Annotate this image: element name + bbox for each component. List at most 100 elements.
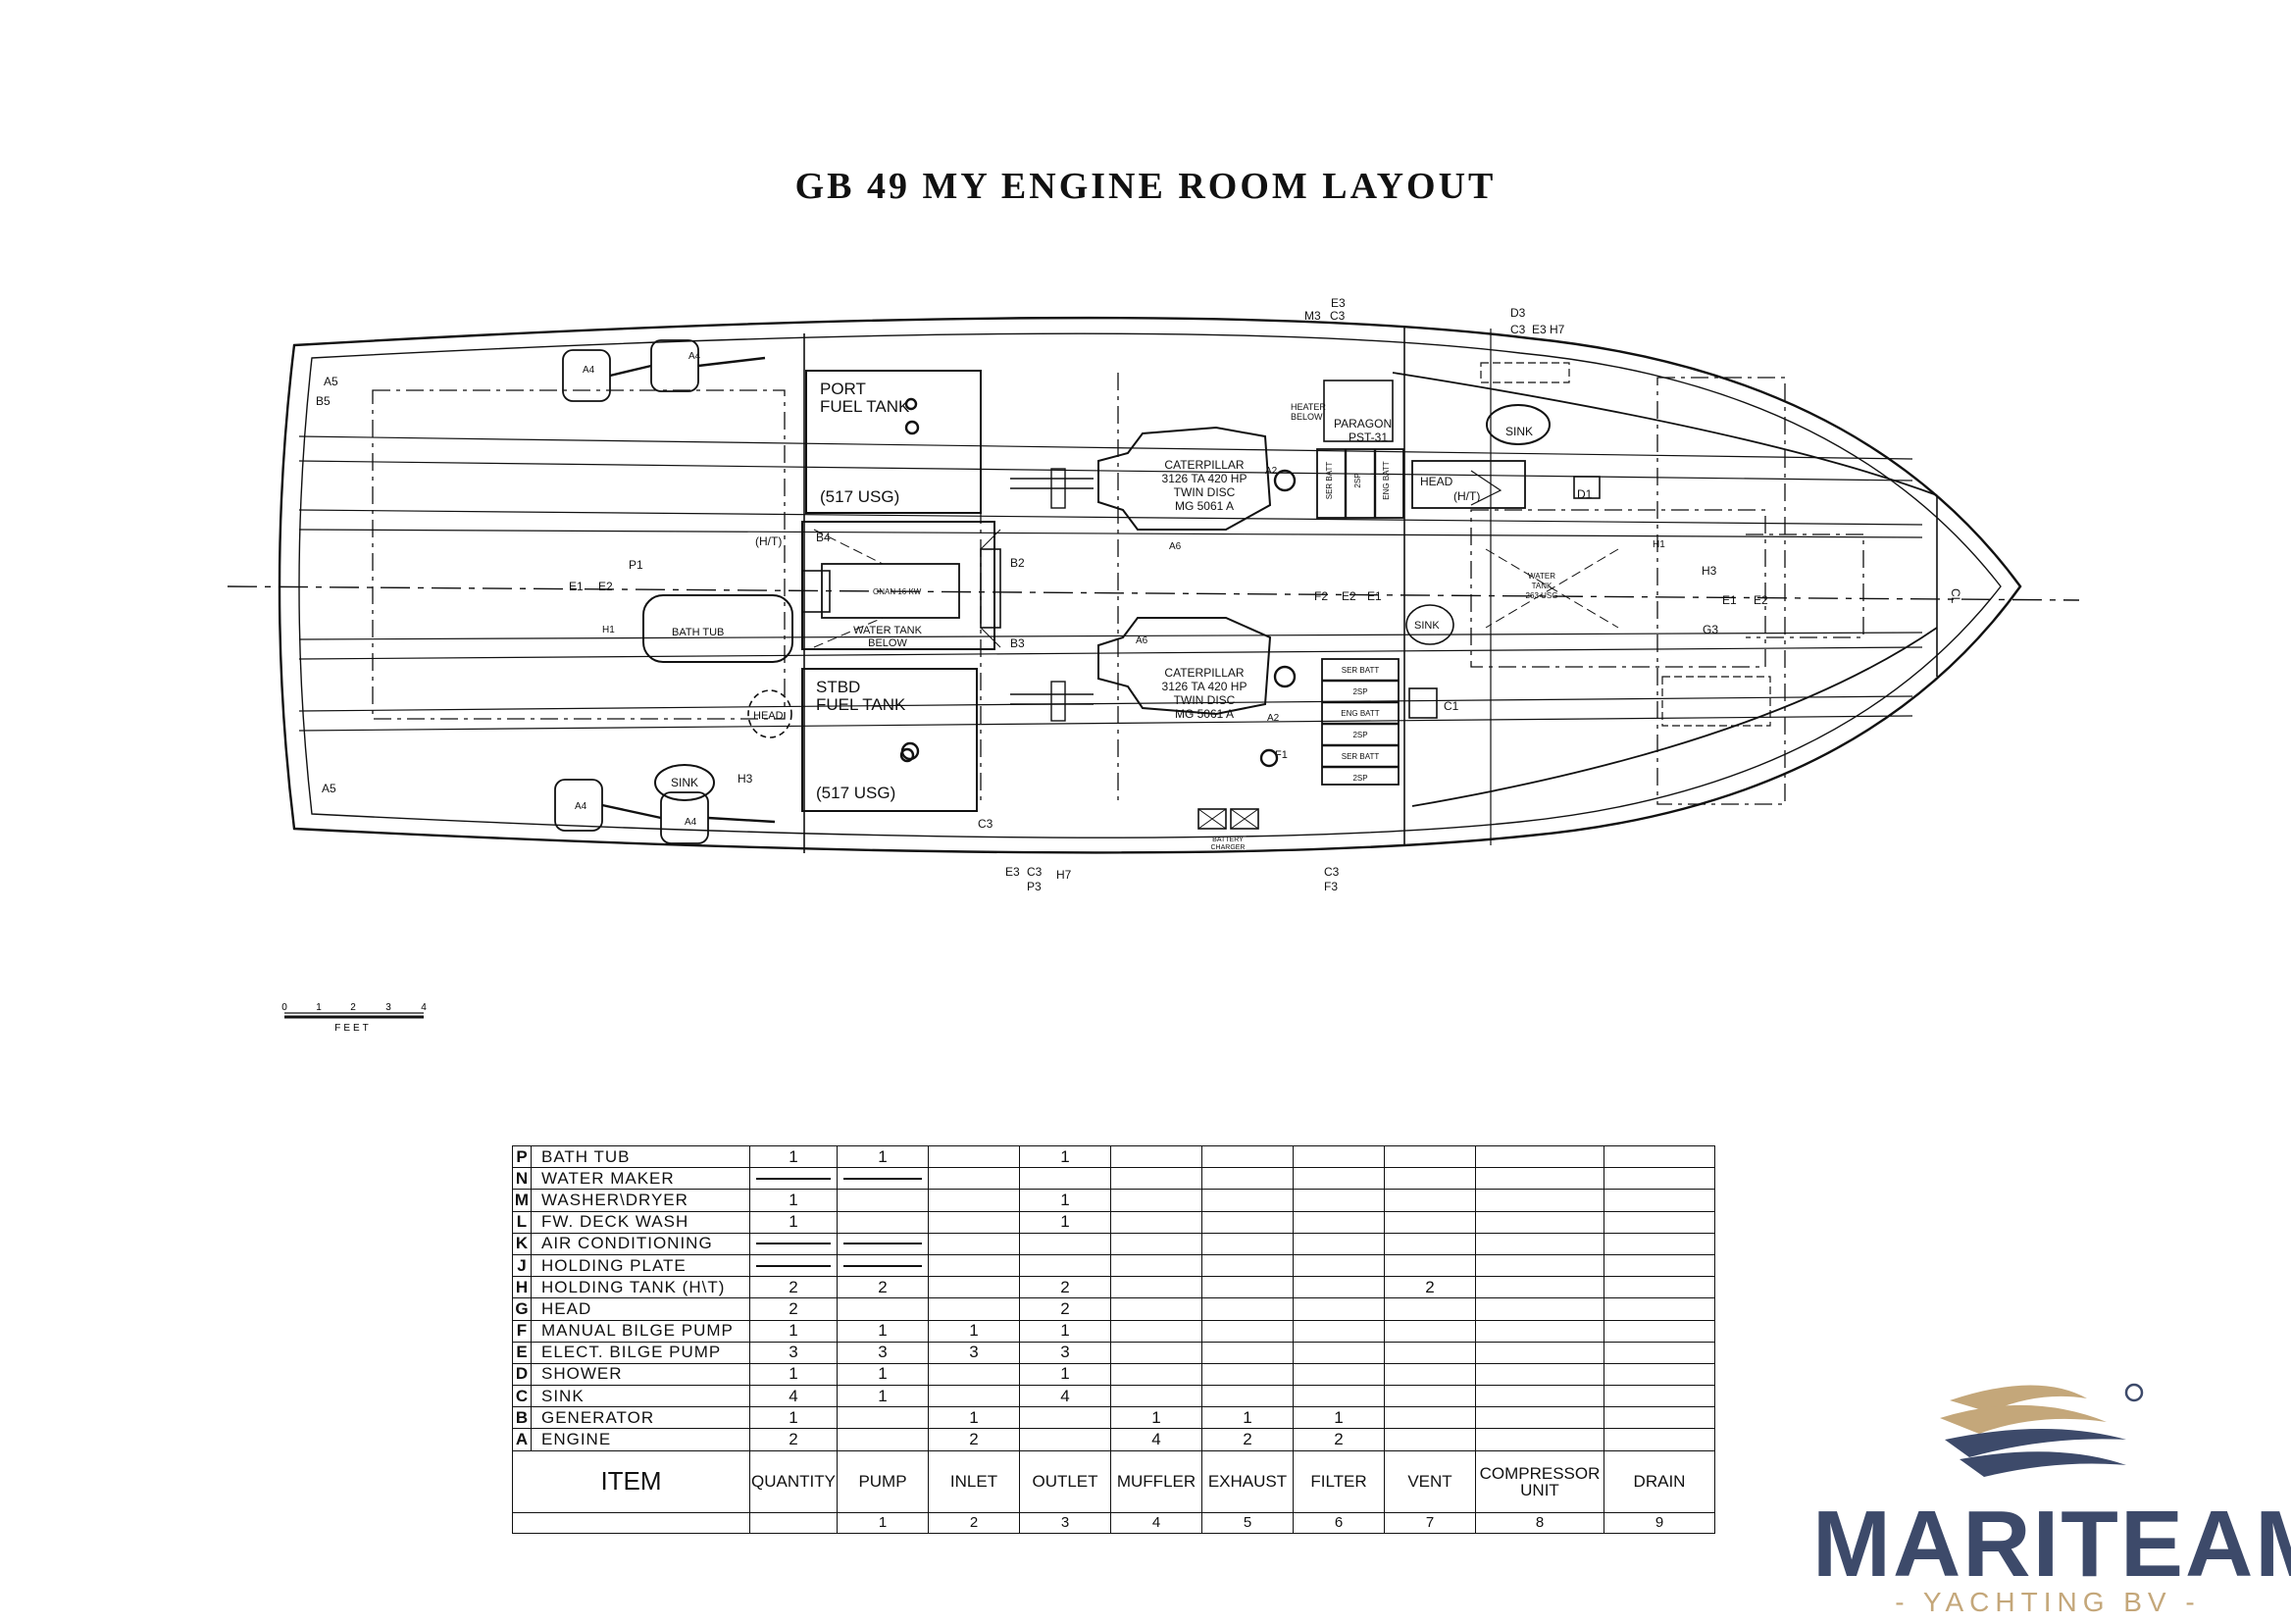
generator-label: ONAN 16 KW bbox=[873, 587, 922, 596]
table-cell bbox=[837, 1210, 929, 1234]
table-cell: 3 bbox=[749, 1341, 838, 1364]
table-cell bbox=[928, 1297, 1020, 1321]
table-cell bbox=[1293, 1362, 1385, 1387]
water-tank-fwd-label-3: 263 USG bbox=[1526, 591, 1558, 600]
table-cell: 1 bbox=[1019, 1189, 1111, 1212]
engine-room-plan: 0 1 2 3 4 FEET PORT FUEL TANK (517 USG) … bbox=[227, 296, 2080, 1034]
table-cell bbox=[1110, 1189, 1202, 1212]
table-cell: 1 bbox=[749, 1210, 838, 1234]
row-item: FW. DECK WASH bbox=[531, 1210, 750, 1234]
dash-bar bbox=[843, 1243, 922, 1245]
table-cell bbox=[1110, 1167, 1202, 1191]
marker-a2-port: A2 bbox=[1265, 466, 1278, 477]
table-cell bbox=[837, 1253, 929, 1278]
marker-h1-aft: H1 bbox=[602, 625, 615, 635]
marker-f1: F1 bbox=[1275, 749, 1288, 761]
table-cell: 2 bbox=[749, 1428, 838, 1451]
marker-a6-port: A6 bbox=[1169, 541, 1182, 552]
table-cell bbox=[1475, 1362, 1604, 1387]
table-cell bbox=[1293, 1297, 1385, 1321]
table-cell bbox=[1110, 1297, 1202, 1321]
row-item: ENGINE bbox=[531, 1428, 750, 1451]
table-cell bbox=[1201, 1341, 1294, 1364]
port-engine-label-4: MG 5061 A bbox=[1175, 499, 1234, 513]
table-cell bbox=[1604, 1232, 1715, 1255]
marker-a4-3: A4 bbox=[575, 801, 587, 812]
marker-d3-top: D3 bbox=[1510, 306, 1526, 320]
marker-h1-fwd: H1 bbox=[1653, 539, 1665, 550]
table-cell bbox=[928, 1189, 1020, 1212]
table-cell bbox=[1604, 1210, 1715, 1234]
column-header: OUTLET bbox=[1019, 1449, 1111, 1513]
paragon-label-2: PST-31 bbox=[1349, 431, 1388, 444]
table-cell: 1 bbox=[837, 1385, 929, 1408]
table-cell bbox=[1475, 1189, 1604, 1212]
scale-tick-4: 4 bbox=[421, 1002, 427, 1013]
table-cell bbox=[1475, 1232, 1604, 1255]
table-cell bbox=[1293, 1276, 1385, 1299]
battery-charger-label-2: CHARGER bbox=[1210, 844, 1245, 851]
table-cell bbox=[1604, 1253, 1715, 1278]
water-tank-label-2: BELOW bbox=[868, 637, 907, 649]
table-cell bbox=[1019, 1232, 1111, 1255]
table-cell: 1 bbox=[837, 1319, 929, 1343]
table-cell bbox=[1293, 1189, 1385, 1212]
table-cell: 1 bbox=[1019, 1210, 1111, 1234]
stbd-fuel-tank-label-1: STBD bbox=[816, 678, 860, 696]
scale-tick-2: 2 bbox=[350, 1002, 356, 1013]
marker-e3-bot: E3 bbox=[1005, 865, 1020, 879]
table-cell bbox=[1201, 1362, 1294, 1387]
marker-a2-stbd: A2 bbox=[1267, 713, 1280, 724]
marker-f3-bot: F3 bbox=[1324, 880, 1338, 893]
marker-e2-mid: E2 bbox=[1342, 589, 1356, 603]
column-header: MUFFLER bbox=[1110, 1449, 1202, 1513]
table-cell bbox=[1293, 1167, 1385, 1191]
table-cell bbox=[1604, 1406, 1715, 1430]
table-cell: 1 bbox=[837, 1362, 929, 1387]
table-cell bbox=[1604, 1362, 1715, 1387]
table-cell bbox=[837, 1406, 929, 1430]
table-cell bbox=[1475, 1210, 1604, 1234]
marker-e3-top: E3 bbox=[1331, 296, 1346, 310]
table-cell bbox=[1201, 1167, 1294, 1191]
table-cell bbox=[1475, 1428, 1604, 1451]
heater-label-2: BELOW bbox=[1291, 412, 1323, 422]
table-cell bbox=[1604, 1297, 1715, 1321]
dash-bar bbox=[756, 1264, 831, 1267]
table-cell: 1 bbox=[749, 1362, 838, 1387]
table-cell bbox=[928, 1385, 1020, 1408]
table-cell bbox=[837, 1297, 929, 1321]
head-fwd-label-2: (H/T) bbox=[1453, 489, 1480, 503]
table-cell: 1 bbox=[837, 1144, 929, 1169]
column-header: COMPRESSOR UNIT bbox=[1475, 1449, 1604, 1513]
marker-c3-bot2: C3 bbox=[1324, 865, 1340, 879]
table-cell bbox=[928, 1362, 1020, 1387]
row-code: C bbox=[512, 1385, 532, 1408]
table-cell: 2 bbox=[928, 1428, 1020, 1451]
marker-a4-2: A4 bbox=[688, 351, 701, 362]
marker-e3-top2: E3 bbox=[1532, 323, 1547, 336]
port-engine-label-1: CATERPILLAR bbox=[1164, 458, 1244, 472]
marker-a4-1: A4 bbox=[583, 365, 595, 376]
table-cell: 4 bbox=[1019, 1385, 1111, 1408]
table-cell bbox=[1293, 1319, 1385, 1343]
table-cell: 3 bbox=[928, 1341, 1020, 1364]
hull-outline bbox=[278, 316, 2022, 854]
marker-p3-bot: P3 bbox=[1027, 880, 1042, 893]
battery-label-1: SER BATT bbox=[1325, 462, 1334, 500]
generator-box bbox=[821, 563, 960, 619]
head-fwd-label-1: HEAD bbox=[1420, 475, 1453, 488]
stbd-fuel-tank-label-2: FUEL TANK bbox=[816, 695, 906, 714]
battery-charger-label-1: BATTERY bbox=[1212, 837, 1244, 843]
marker-e2-fwd: E2 bbox=[1754, 593, 1768, 607]
bath-tub-label: BATH TUB bbox=[672, 627, 724, 638]
table-cell bbox=[1475, 1341, 1604, 1364]
table-cell bbox=[1604, 1428, 1715, 1451]
table-cell bbox=[1110, 1319, 1202, 1343]
centerline-label: CL bbox=[1949, 588, 1962, 604]
column-number: 6 bbox=[1293, 1511, 1385, 1534]
